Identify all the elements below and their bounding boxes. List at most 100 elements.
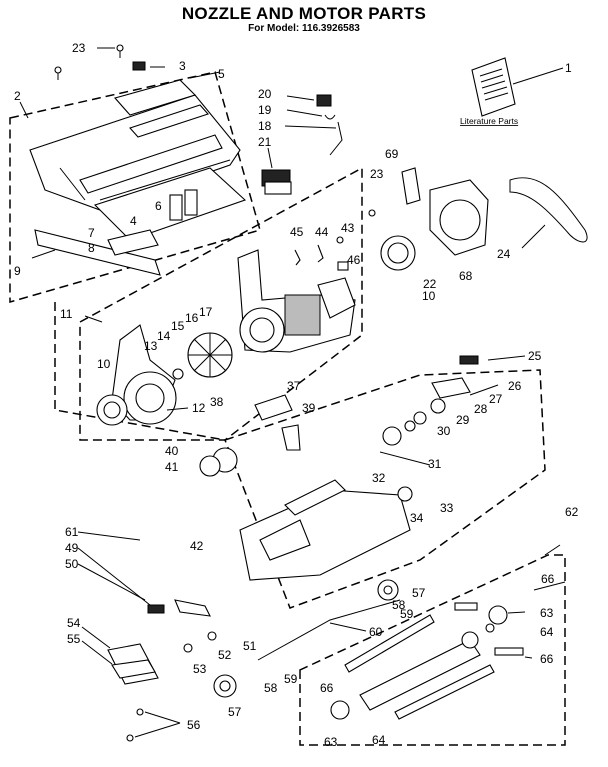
group-outline-brushroll (299, 554, 566, 746)
callout-18: 18 (258, 119, 272, 133)
callout-3: 3 (179, 59, 186, 73)
callout-39: 39 (302, 401, 316, 415)
switch-parts-43-46 (294, 236, 349, 271)
screw-23-right (368, 209, 376, 217)
callout-66-right: 66 (540, 652, 554, 666)
callout-10-right: 10 (422, 289, 436, 303)
callout-66-left: 66 (320, 681, 334, 695)
callout-55: 55 (67, 632, 81, 646)
callout-56: 56 (187, 718, 201, 732)
gasket-10-right (380, 235, 416, 271)
callout-50: 50 (65, 557, 79, 571)
callout-28: 28 (474, 402, 488, 416)
rear-wheel-assembly (382, 398, 446, 446)
callout-58-left: 58 (264, 681, 278, 695)
callout-52: 52 (218, 648, 232, 662)
nozzle-base (239, 479, 411, 581)
callout-23-right: 23 (370, 167, 384, 181)
screw-51-53 (183, 631, 217, 653)
callout-12: 12 (192, 401, 206, 415)
axle-31 (379, 451, 431, 466)
belt-cover (429, 179, 489, 256)
washer-14 (172, 368, 184, 380)
bearing-64-right (485, 623, 495, 633)
end-cap-63-left (330, 700, 350, 720)
callout-53: 53 (193, 662, 207, 676)
callout-61: 61 (65, 525, 79, 539)
callout-38: 38 (210, 395, 224, 409)
screw-2 (54, 66, 62, 80)
nozzle-top-panel (114, 79, 209, 138)
callout-64-left: 64 (372, 733, 386, 747)
pedal-26 (431, 377, 471, 399)
callout-44: 44 (315, 225, 329, 239)
lever-49-50 (147, 599, 211, 617)
callout-29: 29 (456, 413, 470, 427)
gasket-10-left (96, 394, 128, 426)
wire-18 (329, 121, 343, 156)
belt-guard-69 (401, 167, 421, 205)
callout-69: 69 (385, 147, 399, 161)
callout-27: 27 (489, 392, 503, 406)
callout-33: 33 (440, 501, 454, 515)
callout-32: 32 (372, 471, 386, 485)
callout-20: 20 (258, 87, 272, 101)
literature-caption: Literature Parts (460, 116, 518, 126)
callout-40: 40 (165, 444, 179, 458)
callout-10-left: 10 (97, 357, 111, 371)
height-adjust-37 (254, 394, 293, 421)
motor-housing (237, 249, 356, 353)
screw-23-top (116, 44, 124, 58)
motor-bracket (317, 277, 356, 319)
bracket-39 (281, 424, 301, 451)
clip-19 (324, 114, 336, 120)
callout-17: 17 (199, 305, 213, 319)
front-wheel-58-left (213, 674, 237, 698)
switch-21 (261, 169, 292, 195)
callout-63-left: 63 (324, 735, 338, 749)
leader-lines (19, 47, 566, 738)
callout-24: 24 (497, 247, 511, 261)
hood-base-plate (93, 167, 247, 241)
callout-58-right: 58 (392, 598, 406, 612)
callout-63-right: 63 (540, 606, 554, 620)
callout-59-left: 59 (284, 672, 298, 686)
callout-26: 26 (508, 379, 522, 393)
drive-belt (509, 177, 588, 243)
callout-6: 6 (155, 199, 162, 213)
bracket-25 (459, 355, 479, 365)
group-outline-base (224, 369, 546, 609)
callout-21: 21 (258, 135, 272, 149)
group-outline-hood (9, 71, 261, 303)
callout-7: 7 (88, 226, 95, 240)
callout-46: 46 (347, 253, 361, 267)
callout-59-right: 59 (400, 607, 414, 621)
wheel-axle-60 (257, 599, 401, 661)
callout-22: 22 (423, 277, 437, 291)
callout-11: 11 (60, 307, 73, 321)
callout-45: 45 (290, 225, 304, 239)
callout-31: 31 (428, 457, 442, 471)
bumper-strip (34, 229, 161, 276)
callout-68: 68 (459, 269, 473, 283)
callout-43: 43 (341, 221, 355, 235)
diagram-title: NOZZLE AND MOTOR PARTS (181, 4, 427, 23)
callout-57-right: 57 (412, 586, 426, 600)
model-subtitle: For Model: 116.3926583 (248, 23, 360, 34)
callout-4: 4 (130, 214, 137, 228)
callout-51: 51 (243, 639, 257, 653)
callout-54: 54 (67, 616, 81, 630)
callout-5: 5 (218, 67, 225, 81)
fan-housing (111, 324, 177, 425)
callout-14: 14 (157, 329, 171, 343)
callout-9: 9 (14, 264, 21, 278)
callout-42: 42 (190, 539, 204, 553)
screws-56 (126, 708, 144, 742)
brush-66-small (454, 602, 524, 656)
callout-8: 8 (88, 241, 95, 255)
callout-64-right: 64 (540, 625, 554, 639)
wheel-34 (397, 486, 413, 502)
callout-49: 49 (65, 541, 79, 555)
group-outline-motor (79, 166, 363, 441)
